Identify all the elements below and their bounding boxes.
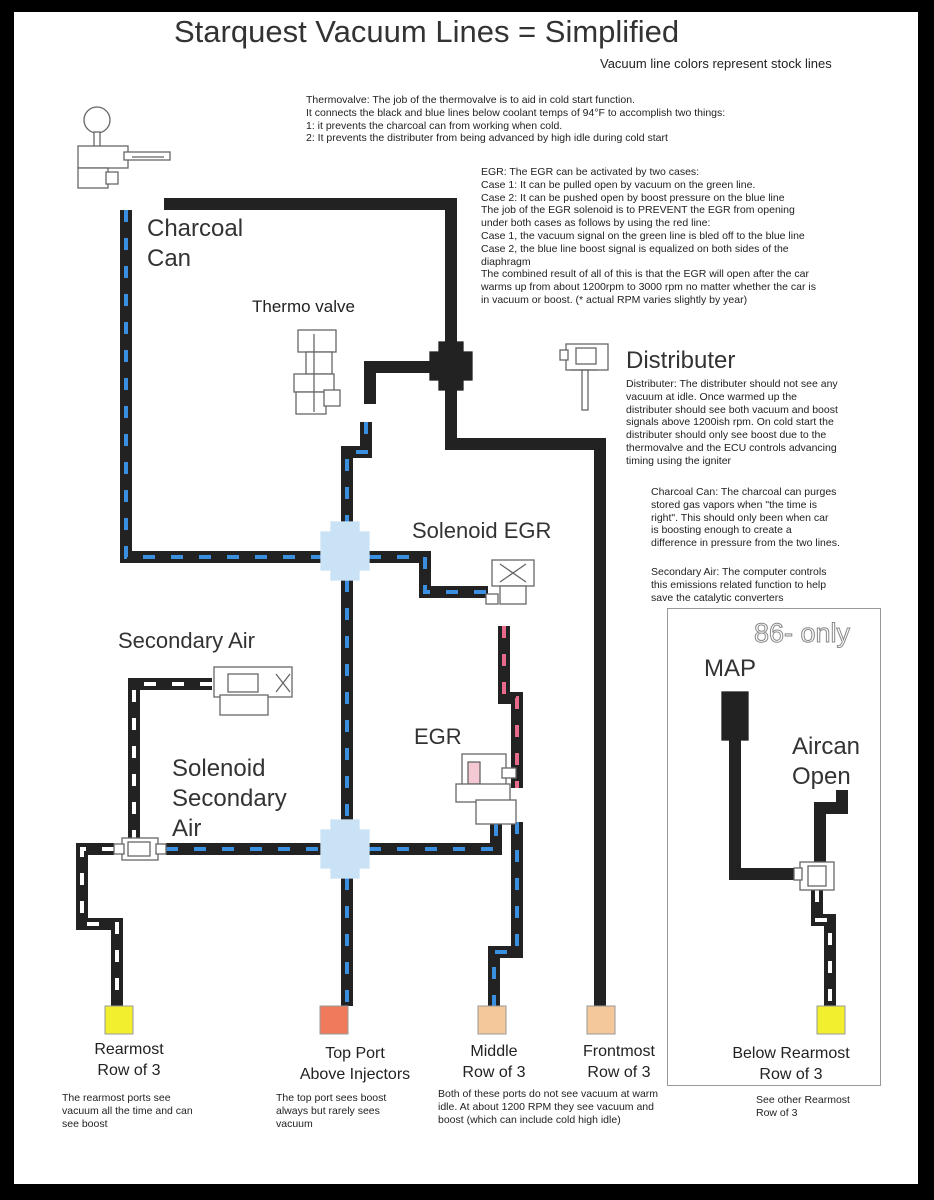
map-line: [729, 740, 794, 880]
lower-junction-to-egr-line: [369, 824, 502, 855]
hose-lines: [76, 198, 848, 1006]
port-label-top: Top Port Above Injectors: [299, 1045, 411, 1083]
charcoal-can-line-dash: [124, 210, 336, 559]
port-desc-rearmost: The rearmost ports see vacuum all the ti…: [62, 1092, 193, 1130]
lower-junction-to-egr-line-dash: [369, 824, 498, 851]
thermo-to-junction-line: [341, 422, 372, 522]
below-rearmost-line-dash: [815, 890, 832, 1006]
port-cap-2: [477, 1005, 507, 1035]
port-label-rearmost: Rearmost Row of 3: [94, 1041, 164, 1079]
port-label-frontmost: Frontmost Row of 3: [582, 1043, 655, 1081]
solenoid-egr-to-egr-line-dash: [502, 626, 519, 788]
rearmost-line: [76, 843, 123, 1006]
distributer-line: [445, 380, 606, 1006]
egr-label: EGR: [414, 724, 462, 749]
charcoal-can-note: Charcoal Can: The charcoal can purges st…: [651, 486, 840, 550]
port-desc-below-rearmost: See other Rearmost Row of 3: [756, 1094, 850, 1119]
secondary-air-line: [128, 678, 212, 838]
distributer-icon: [559, 343, 609, 411]
port-label-below-rearmost: Below Rearmost Row of 3: [732, 1045, 850, 1083]
thermo-valve-label: Thermo valve: [252, 297, 355, 316]
junction-upper: [320, 521, 370, 581]
egr-note: EGR: The EGR can be activated by two cas…: [481, 166, 816, 306]
map-sensor-icon: [721, 691, 749, 741]
junction-lower: [320, 819, 370, 879]
thermovalve-top-icon: [77, 106, 171, 189]
secondary-air-icon: [213, 666, 293, 716]
solenoid-egr-label: Solenoid EGR: [412, 518, 552, 543]
thermovalve-note: Thermovalve: The job of the thermovalve …: [306, 94, 726, 145]
thermo-valve-icon: [293, 329, 341, 415]
aircan-valve-icon: [793, 861, 835, 891]
egr-valve-icon: [455, 753, 517, 825]
intake-ports: [104, 1005, 846, 1035]
egr-to-middle-line-dash: [492, 822, 519, 1006]
thermo-to-junction-line-dash: [345, 422, 368, 522]
junction-top: [429, 341, 473, 391]
solenoid-secondary-air-label: Solenoid Secondary Air: [172, 755, 287, 842]
86-only-inset: [667, 608, 881, 1086]
86-only-label: 86- only: [753, 618, 851, 649]
page-title: Starquest Vacuum Lines = Simplified: [174, 14, 680, 49]
vacuum-diagram: [76, 106, 848, 1035]
port-cap-0: [104, 1005, 134, 1035]
port-cap-4: [816, 1005, 846, 1035]
solenoid-secondary-air-icon: [113, 837, 167, 861]
junction-to-solenoid-egr-line: [369, 551, 488, 598]
port-cap-3: [586, 1005, 616, 1035]
aircan-open-label: Aircan Open: [792, 733, 861, 790]
components: [77, 106, 835, 891]
solenoid-egr-icon: [485, 559, 535, 605]
secondary-air-note: Secondary Air: The computer controls thi…: [651, 566, 827, 604]
port-desc-middle: Both of these ports do not see vacuum at…: [438, 1088, 659, 1126]
map-label: MAP: [704, 655, 757, 682]
page-subtitle: Vacuum line colors represent stock lines: [600, 56, 832, 71]
port-label-middle: Middle Row of 3: [462, 1043, 526, 1081]
secondary-air-label: Secondary Air: [118, 628, 255, 653]
charcoal-can-label: Charcoal Can: [147, 215, 244, 272]
distributer-label: Distributer: [626, 347, 736, 374]
port-cap-1: [319, 1005, 349, 1035]
aircan-line: [814, 790, 848, 862]
junction-to-solenoid-egr-line-dash: [369, 555, 488, 594]
rearmost-line-dash: [80, 847, 119, 1006]
distributer-note: Distributer: The distributer should not …: [626, 378, 838, 467]
diagram-page: Starquest Vacuum Lines = Simplified Vacu…: [14, 12, 918, 1184]
port-desc-top: The top port sees boost always but rarel…: [276, 1092, 387, 1130]
